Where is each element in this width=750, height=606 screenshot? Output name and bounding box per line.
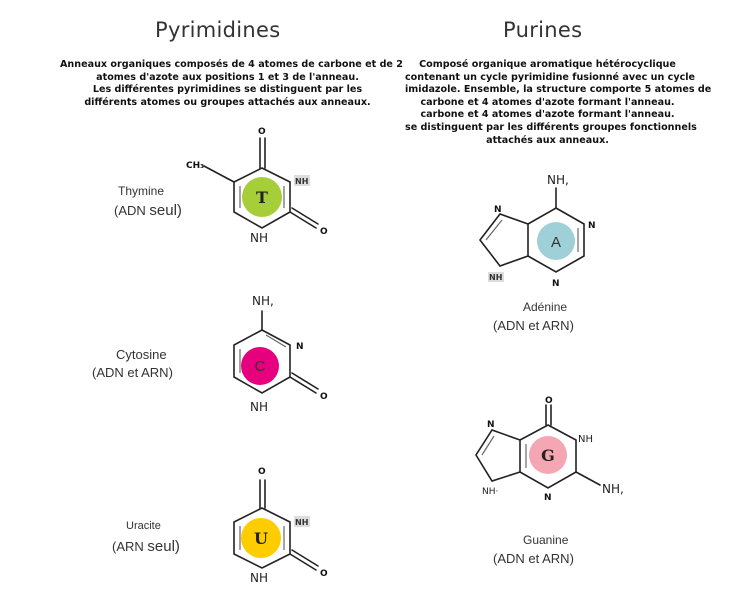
uracile-co-bond [289, 553, 317, 571]
purines-description-line: attachés aux anneaux. [486, 134, 609, 146]
thymine-atom: O [320, 227, 328, 237]
thymine-atom: CH₃ [186, 161, 204, 171]
thymine-atom: NH [250, 231, 268, 245]
cytosine-usage: (ADN et ARN) [92, 365, 173, 380]
guanine-base-circle [529, 436, 567, 474]
uracile-name: Uracite [126, 520, 161, 532]
uracile-usage-part: (ARN [112, 539, 148, 554]
thymine-atom: O [258, 127, 266, 137]
guanine-letter: G [541, 446, 555, 465]
adenine-atom: NH [489, 273, 502, 282]
cytosine-double-bond [265, 334, 287, 348]
thymine-name: Thymine [118, 184, 165, 198]
guanine-molecule: G O N NH NH· N NH, [475, 396, 624, 503]
adenine-atom: N [494, 205, 502, 215]
thymine-base-circle [242, 177, 282, 217]
adenine-double-bond [485, 219, 503, 241]
thymine-usage-part: (ADN [114, 203, 150, 218]
uracile-co-bond [291, 549, 319, 567]
cytosine-letter: C [255, 358, 266, 375]
adenine-imidazole-ring [478, 213, 529, 267]
uracile-atom: NH [250, 571, 268, 585]
uracile-atom: O [258, 467, 266, 477]
purines-description-line: imidazole. Ensemble, la structure compor… [405, 84, 712, 96]
cytosine-atom: N [296, 342, 304, 352]
adenine-label-highlight [488, 272, 504, 282]
thymine-letter: T [256, 188, 268, 207]
purines-heading: Purines [503, 18, 583, 42]
thymine-label-highlight [294, 175, 310, 186]
guanine-name: Guanine [523, 533, 569, 547]
thymine-usage-part: seul) [149, 202, 182, 219]
pyrimidines-description-line: atomes d'azote aux positions 1 et 3 de l… [96, 71, 359, 83]
adenine-letter: A [551, 234, 561, 251]
guanine-atom: NH, [602, 482, 624, 496]
adenine-atom: N [588, 221, 596, 231]
purines-description-line: Composé organique aromatique hétérocycli… [419, 59, 676, 70]
uracile-molecule: U O NH O NH [233, 467, 328, 585]
cytosine-atom: O [320, 392, 328, 402]
guanine-imidazole-ring [475, 429, 521, 482]
uracile-usage: (ARN seul) [112, 538, 180, 555]
adenine-base-circle [537, 222, 575, 260]
cytosine-name: Cytosine [116, 347, 167, 362]
cytosine-co-bond [289, 376, 317, 394]
guanine-double-bond [481, 435, 495, 456]
thymine-methyl-bond [203, 165, 235, 183]
guanine-atom: NH· [482, 487, 498, 497]
thymine-molecule: T O CH₃ NH O NH [186, 127, 328, 245]
uracile-label-highlight [294, 516, 310, 527]
adenine-usage: (ADN et ARN) [493, 318, 574, 333]
purines-description-line: carbone et 4 atomes d'azote formant l'an… [420, 109, 675, 121]
cytosine-ring [233, 329, 291, 394]
purines-description-line: se distinguent par les différents groupe… [405, 121, 697, 133]
purines-description: Composé organique aromatique hétérocycli… [405, 59, 712, 147]
adenine-molecule: A NH, N N NH N [478, 173, 596, 289]
adenine-atom: NH, [547, 173, 569, 187]
thymine-co-bond [289, 211, 317, 229]
adenine-name: Adénine [523, 300, 568, 314]
purines-description-line: carbone et 4 atomes d'azote formant l'an… [420, 96, 675, 108]
cytosine-base-circle [241, 347, 279, 385]
guanine-atom: NH [578, 434, 593, 445]
pyrimidines-description-line: Anneaux organiques composés de 4 atomes … [60, 59, 403, 70]
uracile-atom: NH [295, 518, 308, 527]
uracile-ring [233, 507, 291, 569]
thymine-atom: NH [295, 177, 308, 186]
cytosine-atom: NH, [252, 294, 274, 308]
thymine-co-bond [291, 207, 319, 225]
guanine-amine-bond [575, 471, 601, 486]
pyrimidines-description-line: différents atomes ou groupes attachés au… [84, 96, 371, 108]
pyrimidines-description-line: Les différentes pyrimidines se distingue… [92, 84, 363, 96]
cytosine-atom: NH [250, 400, 268, 414]
pyrimidines-heading: Pyrimidines [155, 18, 281, 42]
guanine-atom: O [545, 396, 553, 406]
pyrimidines-description: Anneaux organiques composés de 4 atomes … [60, 59, 403, 109]
uracile-atom: O [320, 569, 328, 579]
uracile-usage-part: seul) [147, 538, 180, 555]
guanine-atom: N [487, 420, 495, 430]
guanine-usage: (ADN et ARN) [493, 551, 574, 566]
cytosine-molecule: C NH, N O NH [233, 294, 328, 414]
purines-description-line: contenant un cycle pyrimidine fusionné a… [405, 71, 696, 83]
adenine-atom: N [552, 279, 560, 289]
thymine-usage: (ADN seul) [114, 202, 182, 219]
guanine-atom: N [544, 493, 552, 503]
uracile-letter: U [254, 529, 268, 548]
cytosine-co-bond [291, 372, 319, 390]
uracile-base-circle [241, 518, 281, 558]
